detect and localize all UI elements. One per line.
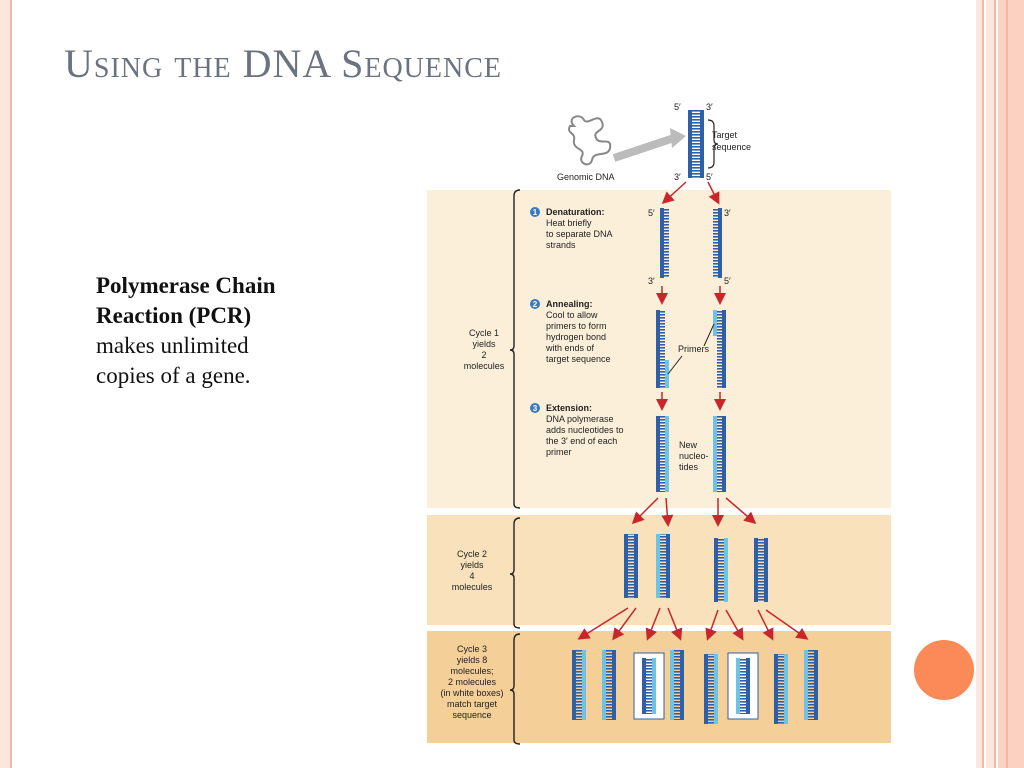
- slide-left-border: [0, 0, 12, 768]
- svg-text:Primers: Primers: [678, 344, 709, 354]
- svg-text:2: 2: [481, 350, 486, 360]
- svg-text:sequence: sequence: [712, 142, 751, 152]
- svg-text:yields: yields: [472, 339, 496, 349]
- svg-text:5′: 5′: [706, 172, 713, 182]
- svg-text:3′: 3′: [674, 172, 681, 182]
- body-line-4: copies of a gene.: [96, 363, 251, 388]
- svg-text:Cycle 1: Cycle 1: [469, 328, 499, 338]
- svg-text:primer: primer: [546, 447, 572, 457]
- svg-text:5′: 5′: [674, 102, 681, 112]
- svg-text:Cycle 3: Cycle 3: [457, 644, 487, 654]
- svg-text:5′: 5′: [724, 276, 731, 286]
- svg-text:2: 2: [533, 300, 538, 309]
- svg-text:Annealing:: Annealing:: [546, 299, 593, 309]
- svg-text:DNA polymerase: DNA polymerase: [546, 414, 614, 424]
- svg-text:5′: 5′: [648, 208, 655, 218]
- svg-text:match target: match target: [447, 699, 498, 709]
- svg-text:adds nucleotides to: adds nucleotides to: [546, 425, 624, 435]
- svg-text:3′: 3′: [706, 102, 713, 112]
- svg-text:1: 1: [533, 208, 538, 217]
- body-bold-line-1: Polymerase Chain: [96, 273, 276, 298]
- svg-text:New: New: [679, 440, 698, 450]
- slide-title: Using the DNA Sequence: [64, 41, 502, 86]
- svg-text:3: 3: [533, 404, 538, 413]
- svg-text:molecules: molecules: [452, 582, 493, 592]
- genomic-arrow-icon: [612, 134, 676, 162]
- svg-text:Cycle 2: Cycle 2: [457, 549, 487, 559]
- svg-text:nucleo-: nucleo-: [679, 451, 709, 461]
- svg-text:3′: 3′: [648, 276, 655, 286]
- svg-text:2 molecules: 2 molecules: [448, 677, 497, 687]
- slide-body: Polymerase Chain Reaction (PCR) makes un…: [96, 271, 366, 391]
- cycle2-molecules: [624, 534, 768, 602]
- svg-text:Target: Target: [712, 130, 738, 140]
- svg-text:target sequence: target sequence: [546, 354, 611, 364]
- svg-text:with ends of: with ends of: [545, 343, 595, 353]
- svg-text:sequence: sequence: [452, 710, 491, 720]
- svg-text:(in white boxes): (in white boxes): [440, 688, 503, 698]
- svg-text:molecules: molecules: [464, 361, 505, 371]
- svg-text:hydrogen bond: hydrogen bond: [546, 332, 606, 342]
- svg-text:molecules;: molecules;: [450, 666, 493, 676]
- svg-text:Cool to allow: Cool to allow: [546, 310, 598, 320]
- svg-text:strands: strands: [546, 240, 576, 250]
- svg-text:tides: tides: [679, 462, 699, 472]
- slide-right-border: [976, 0, 1024, 768]
- body-line-3: makes unlimited: [96, 333, 249, 358]
- genomic-dna-label: Genomic DNA: [557, 172, 615, 182]
- svg-text:yields: yields: [460, 560, 484, 570]
- svg-text:4: 4: [469, 571, 474, 581]
- svg-text:Heat briefly: Heat briefly: [546, 218, 592, 228]
- accent-circle-icon: [914, 640, 974, 700]
- svg-text:the 3′ end of each: the 3′ end of each: [546, 436, 617, 446]
- body-bold-line-2: Reaction (PCR): [96, 303, 252, 328]
- svg-text:yields 8: yields 8: [457, 655, 488, 665]
- pcr-figure: Genomic DNA 5′ 3′ 3′ 5′ Target sequence …: [427, 102, 891, 745]
- svg-text:Extension:: Extension:: [546, 403, 592, 413]
- cycle3-molecules: [572, 650, 818, 724]
- svg-text:primers to form: primers to form: [546, 321, 607, 331]
- svg-text:3′: 3′: [724, 208, 731, 218]
- svg-text:Denaturation:: Denaturation:: [546, 207, 605, 217]
- genomic-dna-icon: [568, 115, 612, 166]
- svg-text:to separate DNA: to separate DNA: [546, 229, 613, 239]
